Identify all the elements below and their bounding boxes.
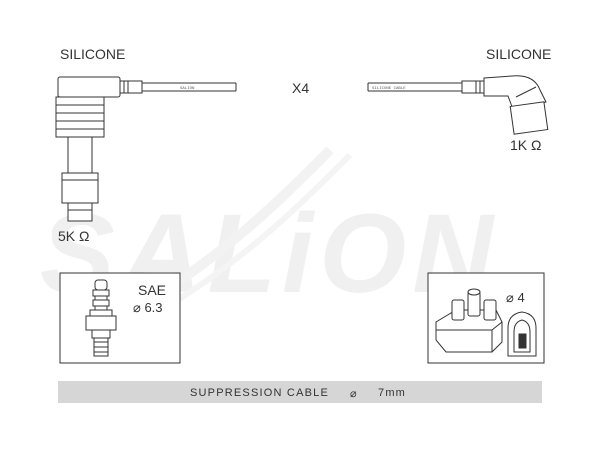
banner-size: 7mm [378, 387, 407, 399]
spark-plug-diameter-label: ⌀ 6.3 [133, 300, 163, 315]
svg-text:SILICONE CABLE: SILICONE CABLE [372, 87, 406, 91]
left-material-label: SILICONE [60, 46, 126, 62]
distributor-diameter-label: ⌀ 4 [506, 290, 525, 305]
right-cable [367, 82, 462, 92]
spark-plug-standard-label: SAE [138, 282, 167, 298]
left-boot-connector [55, 76, 143, 222]
suppression-cable-banner [58, 381, 542, 403]
distributor-cap-icon [435, 288, 503, 353]
left-cable [142, 82, 237, 92]
spark-plug-icon [85, 279, 117, 357]
right-resistance-label: 1K Ω [510, 137, 542, 153]
right-material-label: SILICONE [486, 46, 552, 62]
banner-label: SUPPRESSION CABLE [190, 387, 329, 399]
right-boot-connector [461, 75, 549, 135]
spark-plug-box [59, 272, 181, 364]
terminal-socket-icon [507, 311, 537, 357]
left-resistance-label: 5K Ω [58, 228, 90, 244]
svg-text:SALION: SALION [180, 87, 195, 91]
quantity-label: X4 [292, 80, 310, 96]
banner-diameter-symbol: ⌀ [350, 388, 358, 400]
